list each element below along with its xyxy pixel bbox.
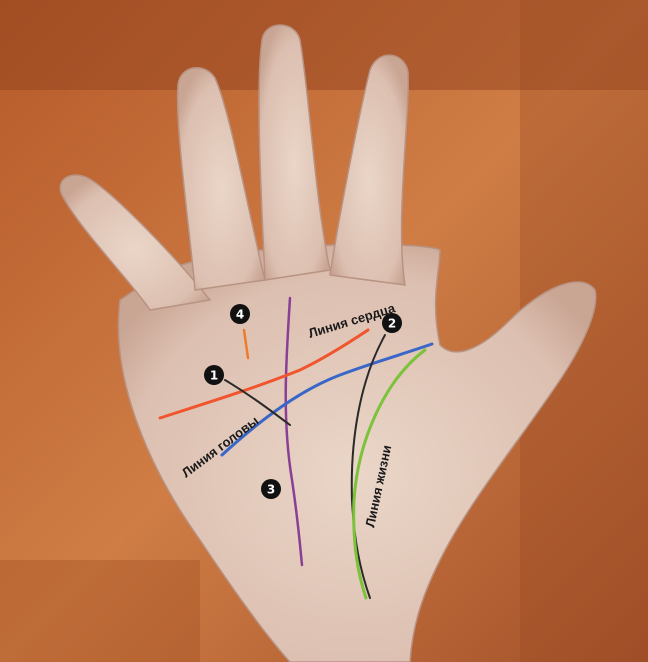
- marker-4: 4: [230, 304, 250, 324]
- marker-4-label: 4: [236, 308, 244, 322]
- marker-2-label: 2: [388, 317, 396, 331]
- marker-1: 1: [204, 365, 224, 385]
- marker-3: 3: [261, 479, 281, 499]
- marker-3-label: 3: [267, 483, 275, 497]
- marker-1-label: 1: [210, 369, 218, 383]
